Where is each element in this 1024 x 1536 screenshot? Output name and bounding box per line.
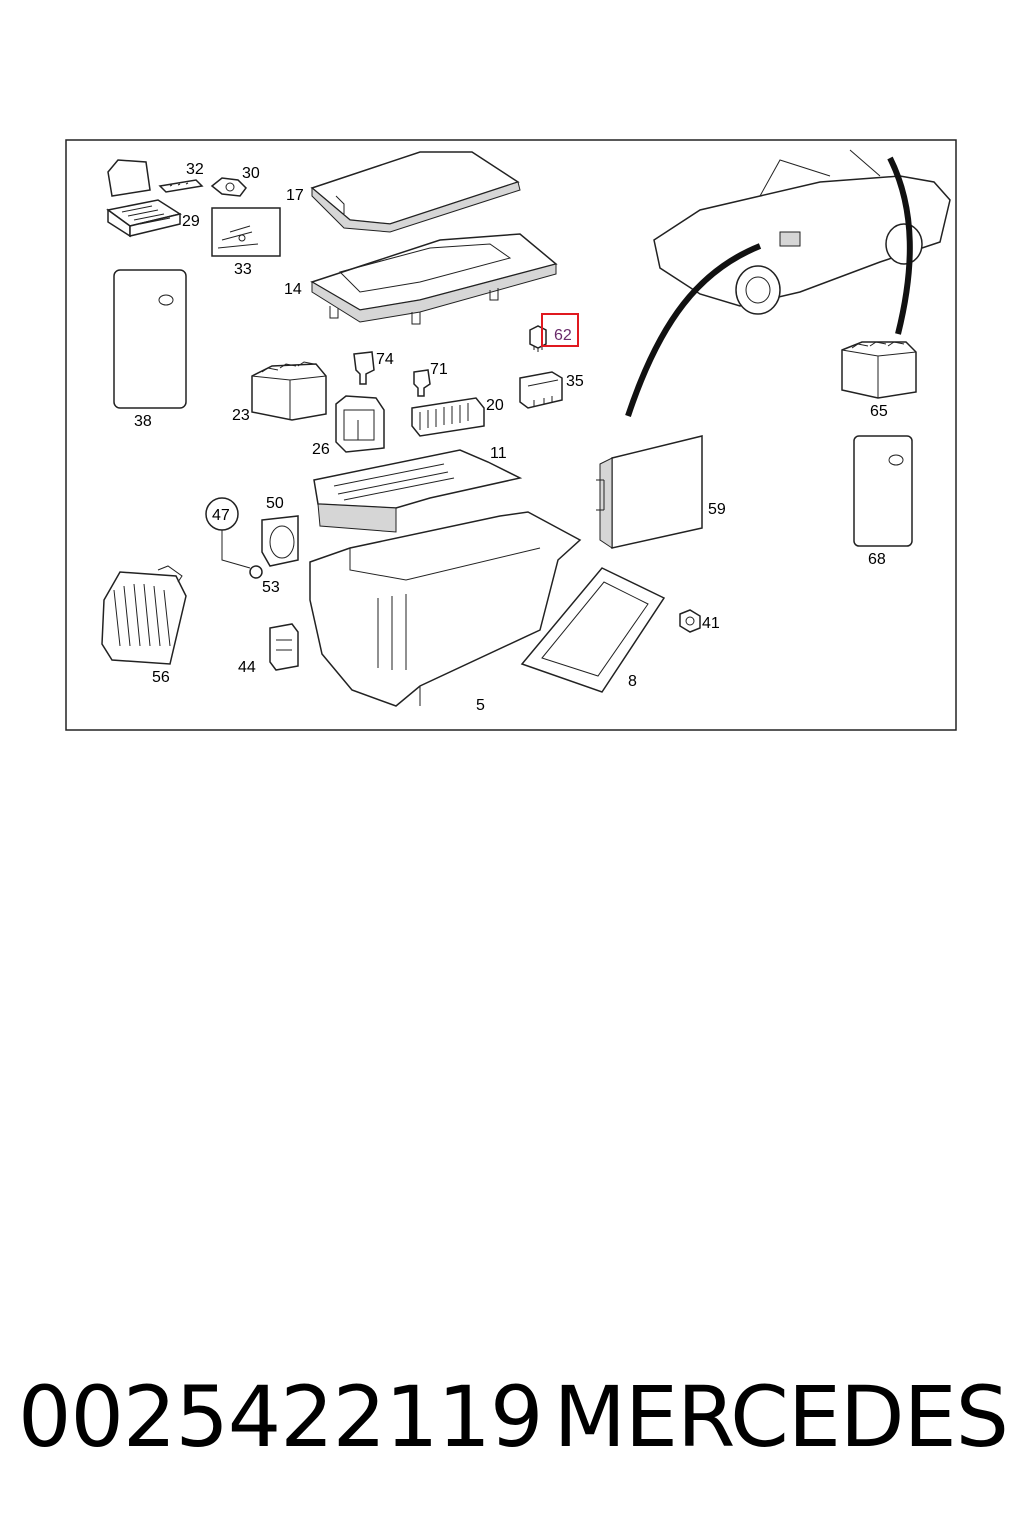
part-17[interactable] xyxy=(310,151,521,233)
part-14[interactable] xyxy=(310,233,558,325)
callout-65: 65 xyxy=(870,403,888,420)
part-29[interactable] xyxy=(106,159,182,238)
callout-47: 47 xyxy=(212,507,230,524)
callout-44: 44 xyxy=(238,659,256,676)
callout-35: 35 xyxy=(566,373,584,390)
part-65[interactable] xyxy=(841,341,917,399)
callout-32: 32 xyxy=(186,161,204,178)
part-47[interactable] xyxy=(205,497,251,569)
callout-23: 23 xyxy=(232,407,250,424)
callout-38: 38 xyxy=(134,413,152,430)
callout-20: 20 xyxy=(486,397,504,414)
callout-14: 14 xyxy=(284,281,302,298)
part-33[interactable] xyxy=(211,207,281,257)
part-32[interactable] xyxy=(158,179,204,193)
callout-5: 5 xyxy=(476,697,485,714)
callout-59: 59 xyxy=(708,501,726,518)
callout-71: 71 xyxy=(430,361,448,378)
part-50[interactable] xyxy=(261,515,299,567)
part-74[interactable] xyxy=(353,351,375,385)
highlight-box-62 xyxy=(541,313,579,347)
part-5[interactable] xyxy=(309,511,582,707)
callout-26: 26 xyxy=(312,441,330,458)
part-number: 0025422119 xyxy=(18,1368,543,1466)
brand-name: MERCEDES xyxy=(553,1368,1009,1466)
callout-62: 62 xyxy=(554,327,572,344)
callout-29: 29 xyxy=(182,213,200,230)
callout-56: 56 xyxy=(152,669,170,686)
callout-74: 74 xyxy=(376,351,394,368)
product-caption: 0025422119 MERCEDES xyxy=(18,1362,1009,1472)
part-41[interactable] xyxy=(679,609,701,633)
part-44[interactable] xyxy=(269,623,299,671)
callout-53: 53 xyxy=(262,579,280,596)
part-20[interactable] xyxy=(411,397,485,437)
callout-11: 11 xyxy=(490,445,507,462)
callout-33: 33 xyxy=(234,261,252,278)
part-71[interactable] xyxy=(413,369,431,397)
locator-arrows xyxy=(625,156,913,417)
callout-30: 30 xyxy=(242,165,260,182)
part-53[interactable] xyxy=(249,565,263,579)
part-38[interactable] xyxy=(113,269,187,409)
part-35[interactable] xyxy=(519,371,563,409)
part-59[interactable] xyxy=(596,435,703,549)
callout-50: 50 xyxy=(266,495,284,512)
parts-diagram: 32 30 17 29 33 14 38 62 74 71 35 23 20 2… xyxy=(65,139,957,731)
callout-17: 17 xyxy=(286,187,304,204)
callout-68: 68 xyxy=(868,551,886,568)
vehicle-illustration xyxy=(653,149,951,315)
part-8[interactable] xyxy=(520,567,666,693)
part-68[interactable] xyxy=(853,435,913,547)
part-11[interactable] xyxy=(313,449,523,533)
part-26[interactable] xyxy=(335,395,385,453)
part-56[interactable] xyxy=(101,565,187,665)
callout-8: 8 xyxy=(628,673,637,690)
callout-41: 41 xyxy=(702,615,720,632)
part-23[interactable] xyxy=(251,361,327,421)
part-30[interactable] xyxy=(210,177,247,197)
